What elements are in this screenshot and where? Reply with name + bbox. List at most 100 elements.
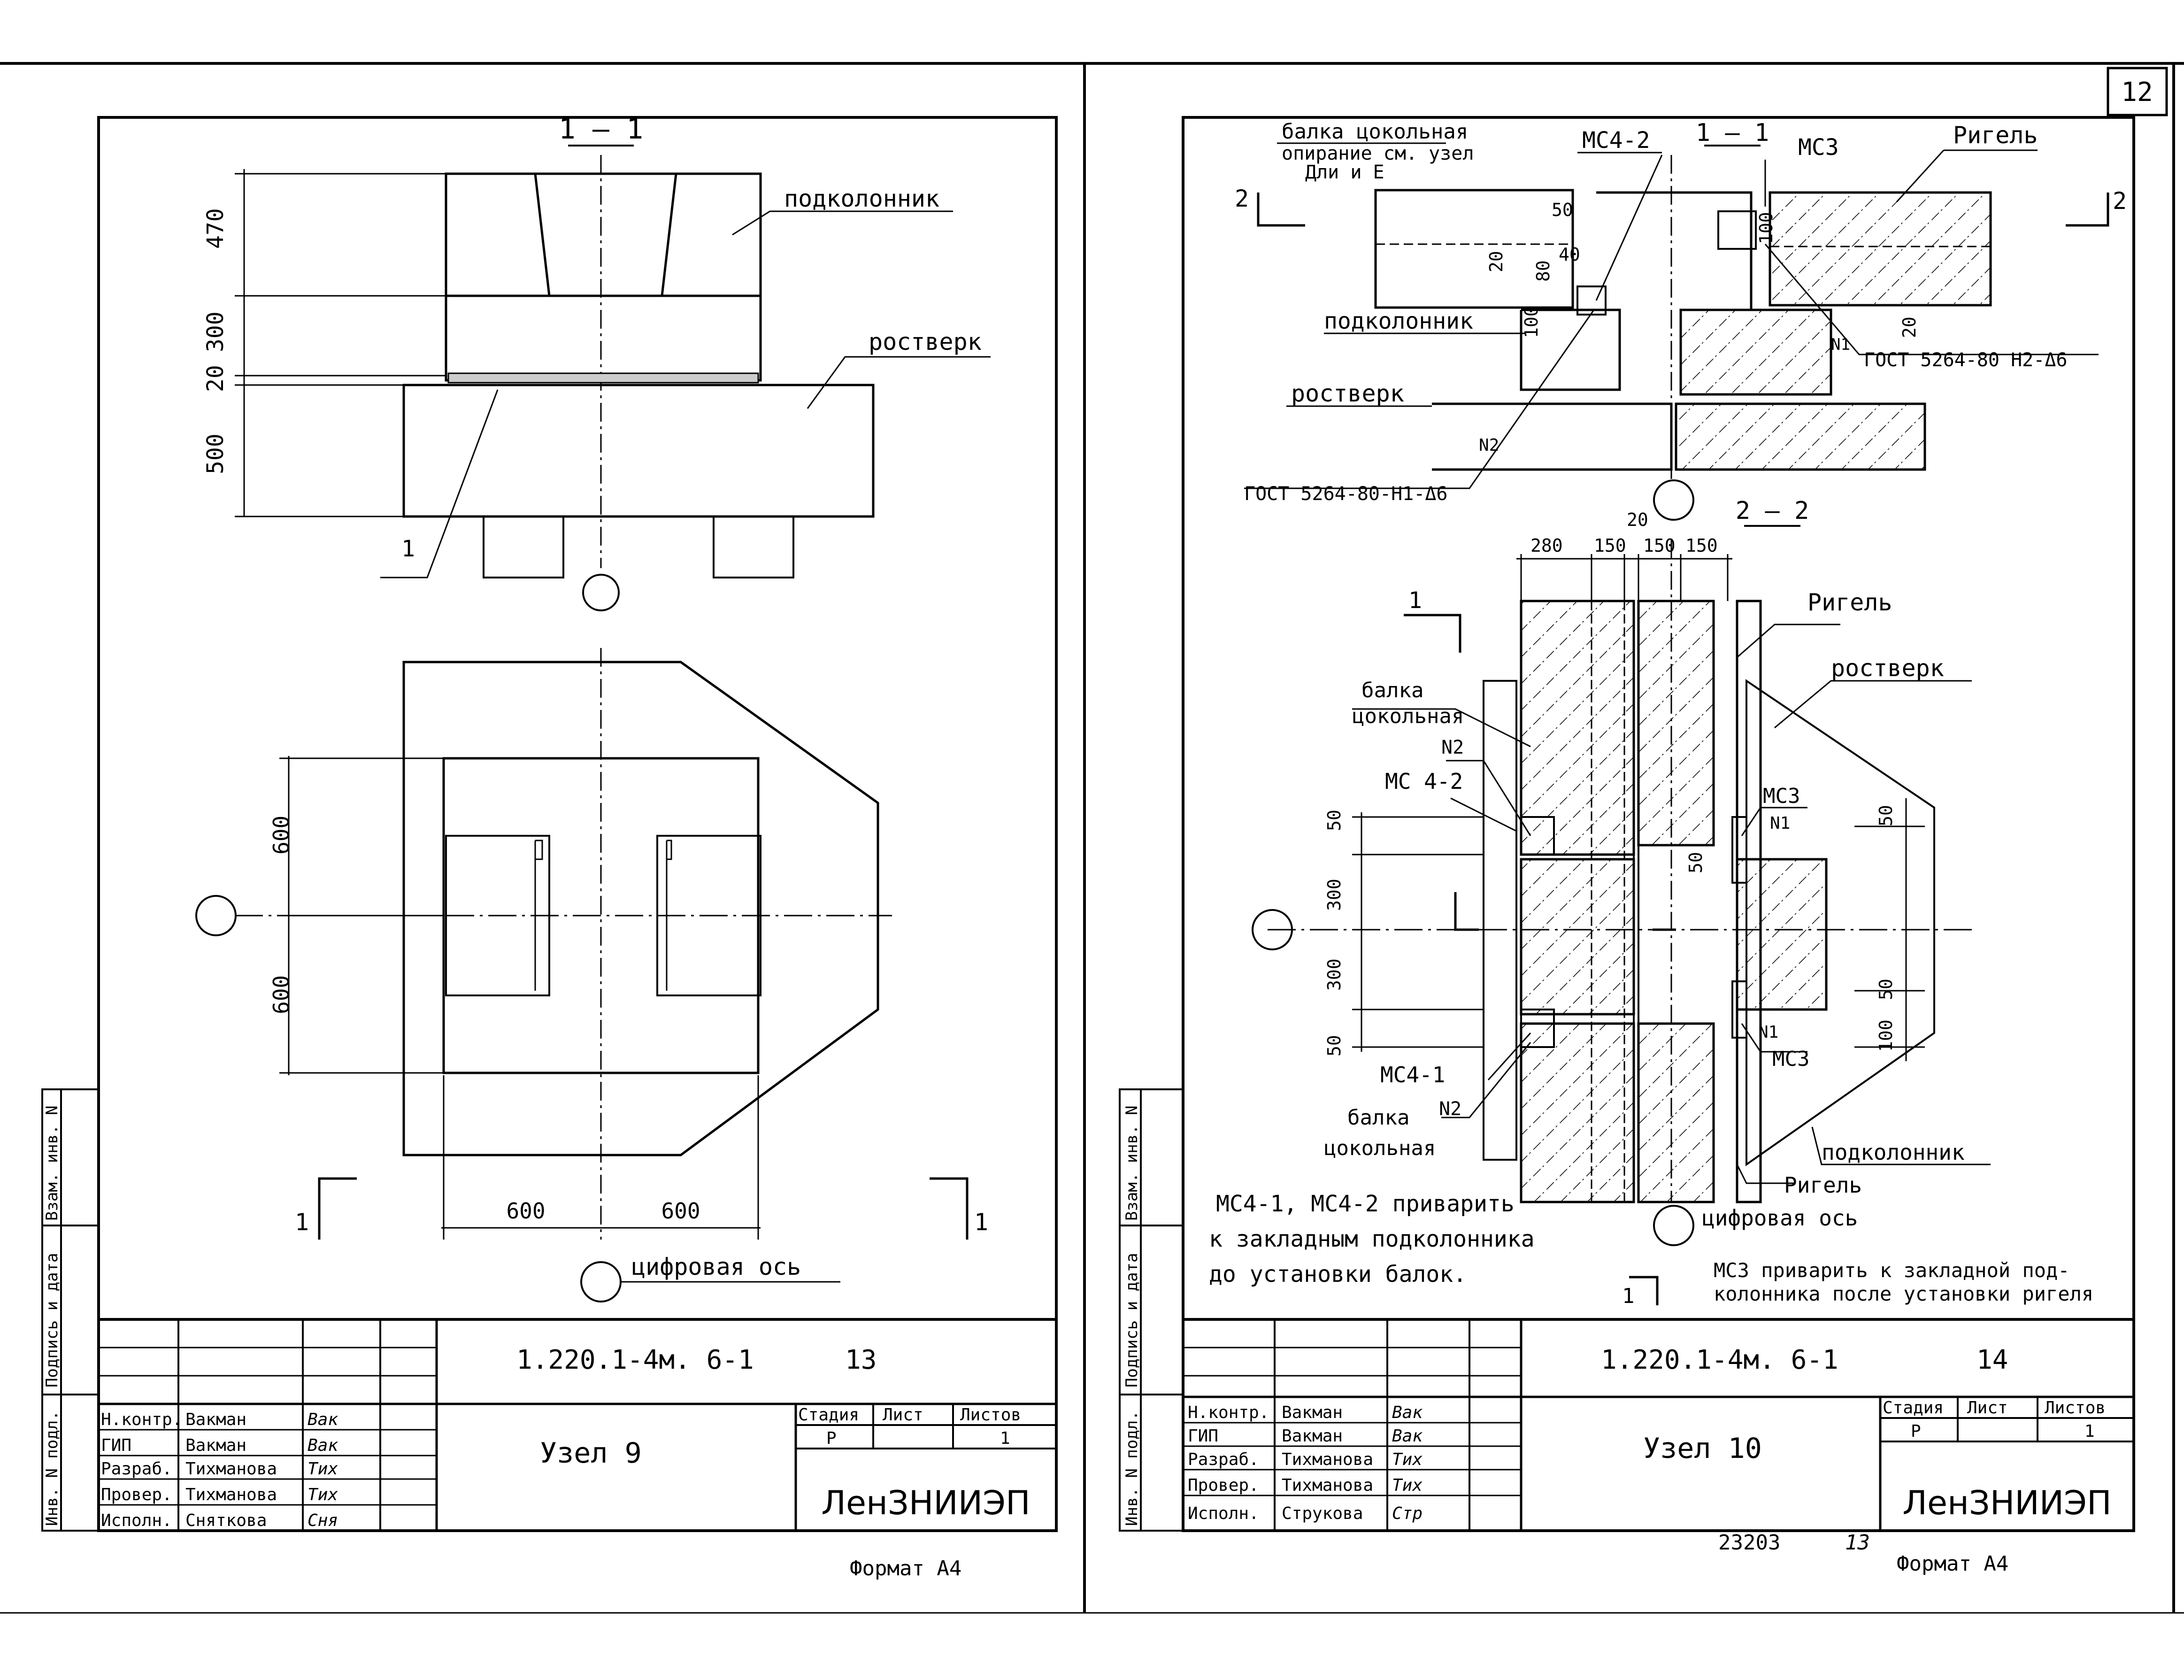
dim-50f: 50	[1876, 979, 1896, 1000]
page-number: 12	[2121, 77, 2153, 108]
cut2-left: 2	[1235, 185, 1249, 212]
dim-600-v2: 600	[269, 975, 294, 1014]
label-podkolonnik: подколонник	[784, 185, 939, 212]
dim-300b: 300	[1324, 958, 1345, 991]
dim-20b: 20	[1899, 316, 1920, 338]
dim-20c: 20	[1627, 509, 1648, 530]
section-1-1-right-drawing	[1374, 155, 1992, 521]
person-3: Тихманова	[185, 1485, 277, 1504]
note1-line2: к закладным подколонника	[1209, 1226, 1535, 1252]
label-balka-mid1: балка	[1361, 678, 1423, 702]
label-podk-low: подколонник	[1822, 1140, 1965, 1165]
axis-circle-right	[1252, 909, 1293, 950]
label-balka-low1: балка	[1347, 1106, 1409, 1130]
label-n2-mid: N2	[1441, 737, 1464, 758]
label-n1-mid: N1	[1770, 814, 1790, 833]
strip-vzam-r: Взам. инв. N	[1123, 1105, 1141, 1221]
cut1-bottom: 1	[1622, 1284, 1635, 1308]
stage-value: Р	[826, 1429, 837, 1448]
format-right: Формат А4	[1897, 1552, 2008, 1576]
dims-vertical-left	[235, 169, 446, 517]
dim-150c: 150	[1685, 535, 1718, 556]
page-number-box: 12	[2107, 67, 2168, 116]
r-stage-header: Стадия	[1883, 1398, 1944, 1418]
title-block-left	[99, 1318, 1056, 1531]
r-person-4: Струкова	[1282, 1504, 1363, 1523]
dim-600-v1: 600	[269, 816, 294, 855]
signature-2: Тих	[308, 1459, 338, 1479]
r-signature-3: Тих	[1392, 1476, 1423, 1495]
label-gost1: ГОСТ 5264-80-Н1-Δ6	[1244, 483, 1447, 505]
sheets-header: Листов	[960, 1405, 1021, 1425]
r-role-0: Н.контр.	[1188, 1403, 1269, 1422]
axis-circle-left	[195, 895, 237, 936]
signature-0: Вак	[308, 1410, 338, 1429]
label-rigel-top: Ригель	[1953, 122, 2038, 149]
title-block-right	[1183, 1318, 2134, 1531]
right-sheet: балка цокольная опирание см. узел Дли и …	[1119, 116, 2135, 1576]
r-signature-0: Вак	[1392, 1403, 1423, 1422]
stage-header: Стадия	[798, 1405, 859, 1425]
r-person-3: Тихманова	[1282, 1476, 1373, 1495]
r-signature-2: Тих	[1392, 1450, 1423, 1469]
r-role-2: Разраб.	[1188, 1450, 1259, 1469]
dim-280: 280	[1530, 535, 1563, 556]
r-signature-1: Вак	[1392, 1426, 1423, 1446]
r-person-2: Тихманова	[1282, 1450, 1373, 1469]
strip-inv-r: Инв. N подл.	[1123, 1410, 1141, 1526]
signature-3: Тих	[308, 1485, 338, 1504]
note1-line3: до установки балок.	[1209, 1261, 1467, 1287]
title-sheetno-left: 13	[845, 1345, 877, 1375]
person-2: Тихманова	[185, 1459, 277, 1479]
r-stage-value: Р	[1911, 1422, 1921, 1441]
r-sheets-value: 1	[2084, 1422, 2095, 1441]
dim-50d: 50	[1685, 852, 1706, 873]
role-3: Провер.	[101, 1485, 172, 1504]
person-1: Вакман	[185, 1436, 246, 1455]
side-strip-right	[1119, 1088, 1184, 1532]
r-role-4: Исполн.	[1188, 1504, 1259, 1523]
label-rigel-mid: Ригель	[1807, 589, 1892, 616]
r-sheets-header: Листов	[2045, 1398, 2106, 1418]
title-name-left: Узел 9	[540, 1437, 642, 1470]
dim-600-h2: 600	[661, 1198, 700, 1224]
sheet-frame	[0, 62, 2184, 1614]
dim-50c: 50	[1324, 1035, 1345, 1056]
dim-300: 300	[202, 311, 229, 352]
note2-line2: колонника после установки ригеля	[1714, 1282, 2093, 1305]
title-sheetno-right: 14	[1976, 1345, 2008, 1375]
role-4: Исполн.	[101, 1511, 172, 1530]
role-1: ГИП	[101, 1436, 131, 1455]
strip-inv: Инв. N подл.	[43, 1410, 62, 1526]
org-left: ЛенЗНИИЭП	[821, 1484, 1030, 1522]
role-0: Н.контр.	[101, 1410, 182, 1429]
strip-vzam: Взам. инв. N	[43, 1105, 62, 1221]
title-code-left: 1.220.1-4м. 6-1	[516, 1345, 754, 1375]
label-balka-title: балка цокольная	[1282, 120, 1468, 144]
r-person-1: Вакман	[1282, 1426, 1343, 1446]
note2-line1: МС3 приварить к закладной под-	[1714, 1259, 2070, 1282]
note1-line1: МС4-1, МС4-2 приварить	[1216, 1191, 1515, 1217]
label-gost2: ГОСТ 5264-80 Н2-Δ6	[1864, 349, 2067, 371]
label-item-1: 1	[401, 536, 415, 562]
label-balka-low2: цокольная	[1324, 1136, 1436, 1160]
side-strip-left	[41, 1088, 100, 1532]
left-sheet: 1 – 1 470 300 20 500	[41, 113, 1058, 1580]
strip-sign-r: Подпись и дата	[1123, 1253, 1141, 1387]
label-podk-top: подколонник	[1324, 308, 1473, 334]
r-role-1: ГИП	[1188, 1426, 1218, 1446]
sheet-header: Лист	[883, 1405, 923, 1425]
r-signature-4: Стр	[1392, 1504, 1423, 1523]
sheets-value: 1	[1000, 1429, 1010, 1448]
dim-50b: 50	[1324, 809, 1345, 831]
label-balka-mid2: цокольная	[1352, 704, 1464, 728]
strip-sign: Подпись и дата	[43, 1253, 62, 1387]
cut-mark-left: 1	[295, 1209, 309, 1236]
dim-470: 470	[202, 208, 229, 249]
title-name-right: Узел 10	[1643, 1432, 1762, 1465]
label-rostverk: ростверк	[869, 328, 982, 355]
dim-150b: 150	[1643, 535, 1676, 556]
org-right: ЛенЗНИИЭП	[1902, 1484, 2111, 1522]
section-1-1-label: 1 – 1	[559, 113, 644, 146]
